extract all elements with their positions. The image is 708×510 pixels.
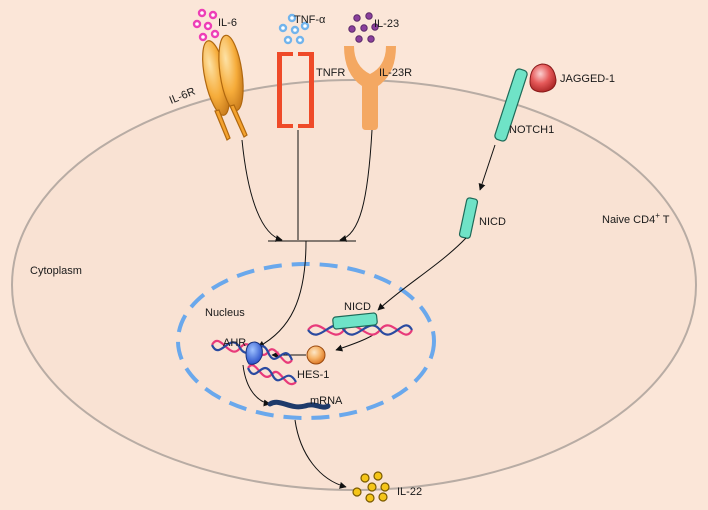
cytoplasm-label: Cytoplasm: [30, 265, 82, 277]
il23-ligand-dots: [348, 12, 379, 43]
il6-ligand-dots: [192, 8, 220, 42]
il23r-label: IL-23R: [379, 67, 412, 79]
hes1-protein: [306, 345, 326, 365]
il23-label: IL-23: [374, 18, 399, 30]
jagged1-label: JAGGED-1: [560, 73, 615, 85]
il6-label: IL-6: [218, 17, 237, 29]
il22-product-dots: [352, 471, 390, 503]
naive-cd4-t-cell-label: Naive CD4+ T: [602, 211, 670, 226]
hes1-label: HES-1: [297, 369, 329, 381]
nicd-cytoplasm-fragment: [458, 197, 479, 239]
il6r-receptor: [202, 34, 248, 141]
nicd-cytoplasm-label: NICD: [479, 216, 506, 228]
mrna-strand: [267, 399, 331, 410]
nucleus-label: Nucleus: [205, 307, 245, 319]
il22-label: IL-22: [397, 486, 422, 498]
dna-helix-nicd: [307, 324, 413, 336]
cell-membrane: [11, 79, 697, 491]
nucleus-envelope: [176, 262, 436, 420]
nicd-nucleus-label: NICD: [344, 301, 371, 313]
jagged1-ligand: [529, 63, 557, 93]
tnfr-receptor: [277, 52, 314, 128]
il23r-receptor: [344, 46, 396, 130]
notch1-receptor: [494, 68, 528, 142]
ahr-protein: [245, 341, 263, 365]
tnf-alpha-ligand-dots: [278, 13, 310, 45]
signaling-arrows: [241, 129, 496, 489]
notch1-label: NOTCH1: [509, 124, 554, 136]
tnf-alpha-label: TNF-α: [294, 14, 326, 26]
mrna-label: mRNA: [310, 395, 343, 407]
ahr-label: AHR: [223, 337, 246, 349]
tnfr-label: TNFR: [316, 67, 345, 79]
nicd-bound-fragment: [332, 312, 378, 330]
